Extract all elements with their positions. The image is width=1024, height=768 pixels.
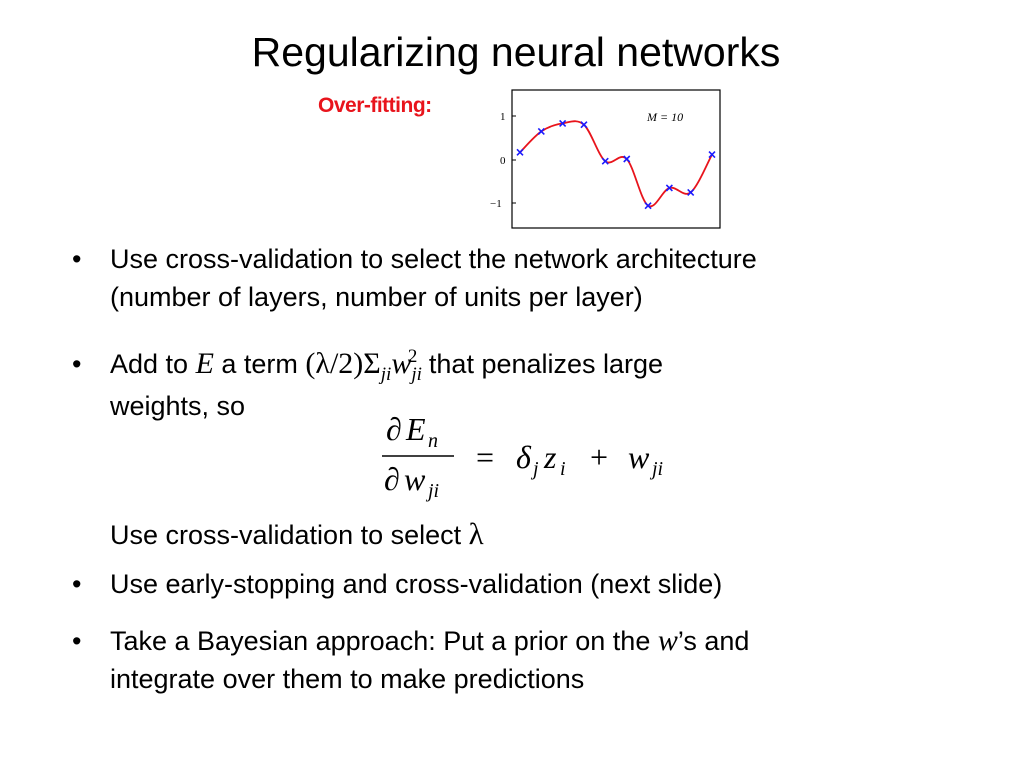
data-point [665, 184, 673, 192]
b2-rest: that penalizes large [421, 349, 664, 379]
data-point [580, 121, 588, 129]
eq-ji2: ji [649, 458, 663, 480]
b2-w: w [391, 347, 412, 380]
data-point [559, 119, 567, 127]
eq-equals: = [476, 439, 494, 475]
bullet-glyph: • [72, 244, 82, 274]
data-point [687, 188, 695, 196]
data-point [708, 150, 716, 159]
eq-j: j [530, 458, 539, 480]
b2-add: Add to [110, 349, 196, 379]
bullet-glyph: • [72, 569, 82, 599]
slide-title: Regularizing neural networks [251, 29, 781, 75]
bullet-1-text: Use cross-validation to select the netwo… [110, 240, 990, 316]
eq-i: i [560, 458, 566, 480]
overfitting-label: Over-fitting: [318, 94, 432, 117]
bullet-4-text: Take a Bayesian approach: Put a prior on… [110, 622, 990, 698]
eq-delta: δ [516, 439, 532, 475]
data-point [644, 202, 652, 210]
bullet-2-text: Add to E a term (λ/2)Σjiwji2 that penali… [110, 345, 990, 425]
eq-num-partial: ∂ [386, 411, 402, 447]
b2-line2: weights, so [110, 391, 246, 421]
eq-den-partial: ∂ [384, 461, 400, 497]
b2-E: E [195, 347, 214, 380]
bullet-glyph: • [72, 349, 82, 379]
cv-lambda-line: Use cross-validation to select λ [110, 515, 484, 554]
data-point [537, 127, 545, 135]
eq-plus: + [590, 439, 608, 475]
b2-a-term: a term [213, 349, 306, 379]
b2-sub-ji: ji [380, 364, 392, 385]
eq-den-w: w [404, 461, 426, 497]
fit-curve [519, 120, 713, 208]
b4-w: w [657, 624, 678, 657]
b2-lambda-frac: (λ/2) [305, 347, 364, 380]
cv-text: Use cross-validation to select [110, 520, 469, 550]
eq-num-E: E [405, 411, 426, 447]
b2-sigma: Σ [363, 347, 381, 380]
y-tick-neg1: −1 [490, 198, 502, 210]
eq-w2: w [628, 439, 650, 475]
data-points-group [516, 119, 716, 210]
eq-den-ji: ji [425, 480, 439, 502]
b2-sub-ji2: ji [411, 364, 422, 385]
overfitting-plot: 1 0 −1 M = 10 [490, 89, 721, 229]
data-point [623, 155, 631, 163]
bullet-1-line1: Use cross-validation to select the netwo… [110, 244, 757, 274]
bullet-1-line2: (number of layers, number of units per l… [110, 282, 643, 312]
bullet-3-text: Use early-stopping and cross-validation … [110, 569, 723, 599]
y-tick-0: 0 [500, 155, 506, 167]
y-tick-1: 1 [500, 111, 506, 123]
gradient-equation: ∂ E n ∂ w ji = δ j z i + w ji [382, 411, 663, 502]
data-point [601, 157, 609, 165]
b2-sup-2: 2 [407, 346, 418, 367]
b4-line2: integrate over them to make predictions [110, 664, 585, 694]
data-point [516, 148, 524, 156]
fit-curve-group [519, 120, 713, 208]
b4-post: ’s and [677, 626, 750, 656]
plot-label-m: M = 10 [646, 110, 683, 124]
bullet-glyph: • [72, 626, 82, 656]
eq-z: z [543, 439, 557, 475]
eq-num-n: n [428, 430, 438, 452]
cv-lambda: λ [468, 516, 484, 551]
b4-pre: Take a Bayesian approach: Put a prior on… [110, 626, 658, 656]
